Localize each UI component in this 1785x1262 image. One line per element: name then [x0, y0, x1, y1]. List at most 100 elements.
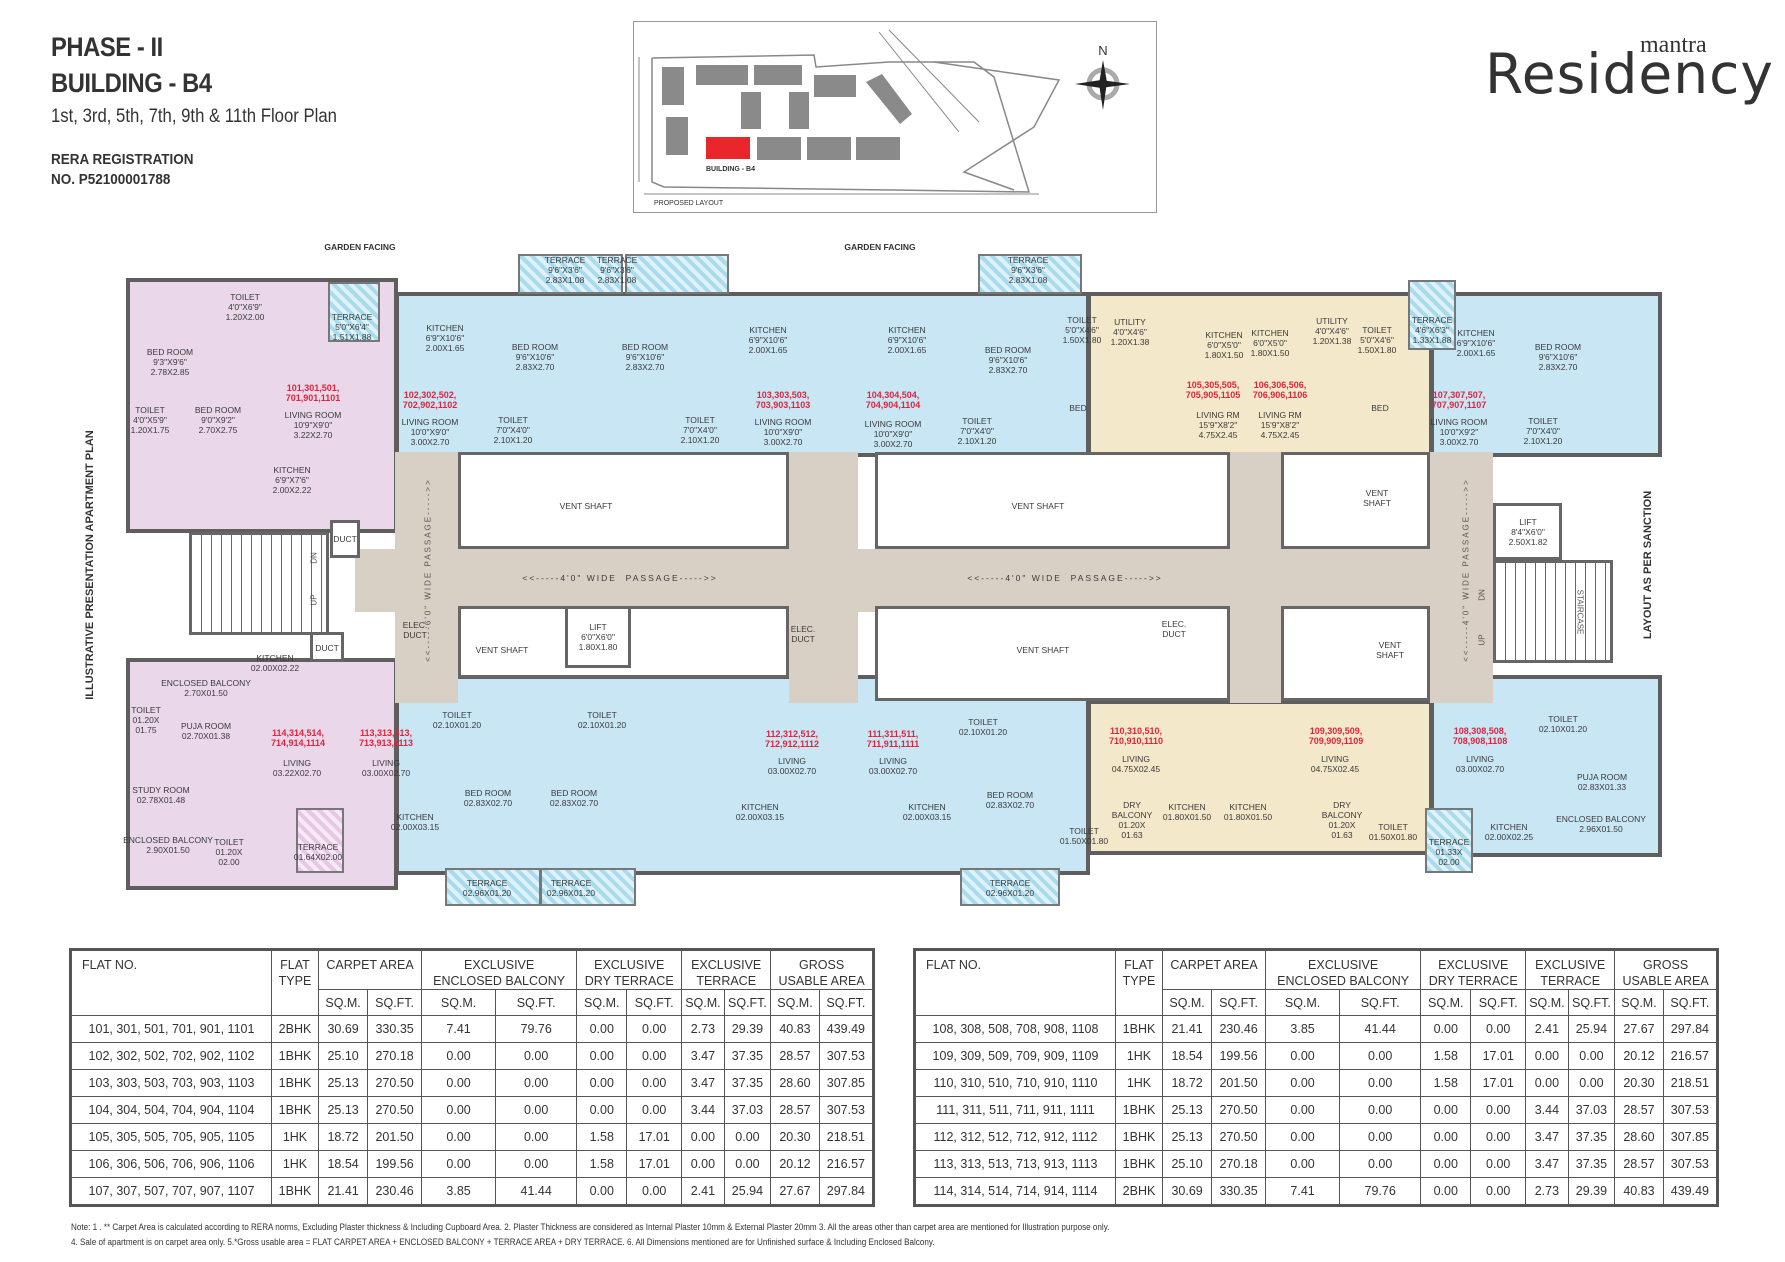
flat-type-cell: 1HK [271, 1123, 319, 1151]
area-cell: 0.00 [1420, 1096, 1472, 1124]
room-name: ELEC. DUCT [1161, 619, 1187, 639]
room-dimensions: 02.10X01.20 [1538, 724, 1588, 734]
area-cell: 30.69 [317, 1015, 369, 1043]
area-cell: 307.85 [818, 1069, 874, 1097]
room-dimensions: 02.00X03.15 [735, 812, 785, 822]
room-name: 105,305,505, 705,905,1105 [1185, 380, 1241, 400]
area-cell: 17.01 [1470, 1069, 1527, 1097]
area-cell: 0.00 [576, 1015, 628, 1043]
area-cell: 0.00 [1470, 1177, 1527, 1205]
room-name: LIVING RM [1196, 410, 1240, 420]
room-name: LIVING [879, 756, 907, 766]
area-cell: 307.53 [1662, 1096, 1718, 1124]
room-dimensions: 10'0"X9'0" 3.00X2.70 [410, 427, 450, 447]
room-dimensions: 02.10X01.20 [577, 720, 627, 730]
room-dimensions: 03.00X02.70 [361, 768, 411, 778]
room-name: VENT SHAFT [475, 645, 529, 655]
stair-up-label: UP [309, 594, 319, 606]
room-label: BED [1069, 403, 1086, 413]
unit-number-label: 103,303,503, 703,903,1103 [756, 390, 811, 410]
note-line-1: Note: 1 . ** Carpet Area is calculated a… [71, 1222, 1110, 1232]
garden-facing-label: GARDEN FACING [324, 242, 396, 252]
area-cell: 28.57 [1614, 1096, 1664, 1124]
flat-type-cell: 1HK [1115, 1069, 1163, 1097]
room-name: 111,311,511, 711,911,1111 [866, 729, 920, 749]
room-dimensions: 2.96X01.50 [1579, 824, 1623, 834]
garden-facing-label: GARDEN FACING [844, 242, 916, 252]
area-cell: 17.01 [1470, 1042, 1527, 1070]
area-cell: 20.30 [770, 1123, 820, 1151]
area-cell: 0.00 [495, 1096, 578, 1124]
area-cell: 25.13 [1161, 1123, 1213, 1151]
room-name: TOILET [968, 717, 998, 727]
room-name: TOILET [1069, 826, 1099, 836]
room-dimensions: 03.00X02.70 [767, 766, 817, 776]
room-label: VENT SHAFT [1363, 488, 1391, 508]
area-cell: 0.00 [1420, 1150, 1472, 1178]
area-cell: 28.57 [770, 1096, 820, 1124]
area-cell: 29.39 [723, 1015, 772, 1043]
floor-plan-subtitle: 1st, 3rd, 5th, 7th, 9th & 11th Floor Pla… [51, 106, 337, 127]
unit-number-label: 101,301,501, 701,901,1101 [286, 383, 341, 403]
flat-no-cell: 102, 302, 502, 702, 902, 1102 [71, 1042, 272, 1070]
area-cell: 2.73 [681, 1015, 725, 1043]
room-dimensions: 6'0"X5'0" 1.80X1.50 [1204, 340, 1244, 360]
area-cell: 0.00 [1265, 1150, 1341, 1178]
area-cell: 1.58 [1420, 1069, 1472, 1097]
header-sqm: SQ.M. [1420, 989, 1472, 1016]
area-cell: 18.72 [317, 1123, 369, 1151]
room-name: 112,312,512, 712,912,1112 [764, 729, 820, 749]
room-name: TERRACE [1007, 255, 1049, 265]
room-dimensions: 02.83X02.70 [985, 800, 1035, 810]
room-label: VENT SHAFT [1017, 645, 1070, 655]
flat-type-cell: 1BHK [271, 1096, 319, 1124]
passage-right [1430, 452, 1493, 703]
header-sqft: SQ.FT. [1339, 989, 1422, 1016]
room-name: 102,302,502, 702,902,1102 [402, 390, 458, 410]
room-dimensions: 02.00X02.22 [250, 663, 300, 673]
area-cell: 30.69 [1161, 1177, 1213, 1205]
room-dimensions: 01.80X01.50 [1223, 812, 1273, 822]
area-cell: 0.00 [1265, 1123, 1341, 1151]
area-cell: 0.00 [1265, 1096, 1341, 1124]
room-name: TOILET [498, 415, 528, 425]
area-cell: 0.00 [681, 1123, 725, 1151]
room-name: BED ROOM [986, 790, 1034, 800]
logo-residency: Residency [1485, 42, 1774, 106]
room-label: ELEC. DUCT [1162, 619, 1187, 639]
unit-number-label: 114,314,514, 714,914,1114 [271, 728, 325, 748]
area-cell: 0.00 [1567, 1042, 1616, 1070]
area-cell: 218.51 [818, 1123, 874, 1151]
area-cell: 0.00 [1265, 1042, 1341, 1070]
area-cell: 0.00 [681, 1150, 725, 1178]
room-dimensions: 6'9"X10'6" 2.00X1.65 [1456, 338, 1496, 358]
area-cell: 3.47 [681, 1042, 725, 1070]
flat-type-cell: 1BHK [271, 1069, 319, 1097]
stair-dn-label: DN [1477, 589, 1487, 601]
